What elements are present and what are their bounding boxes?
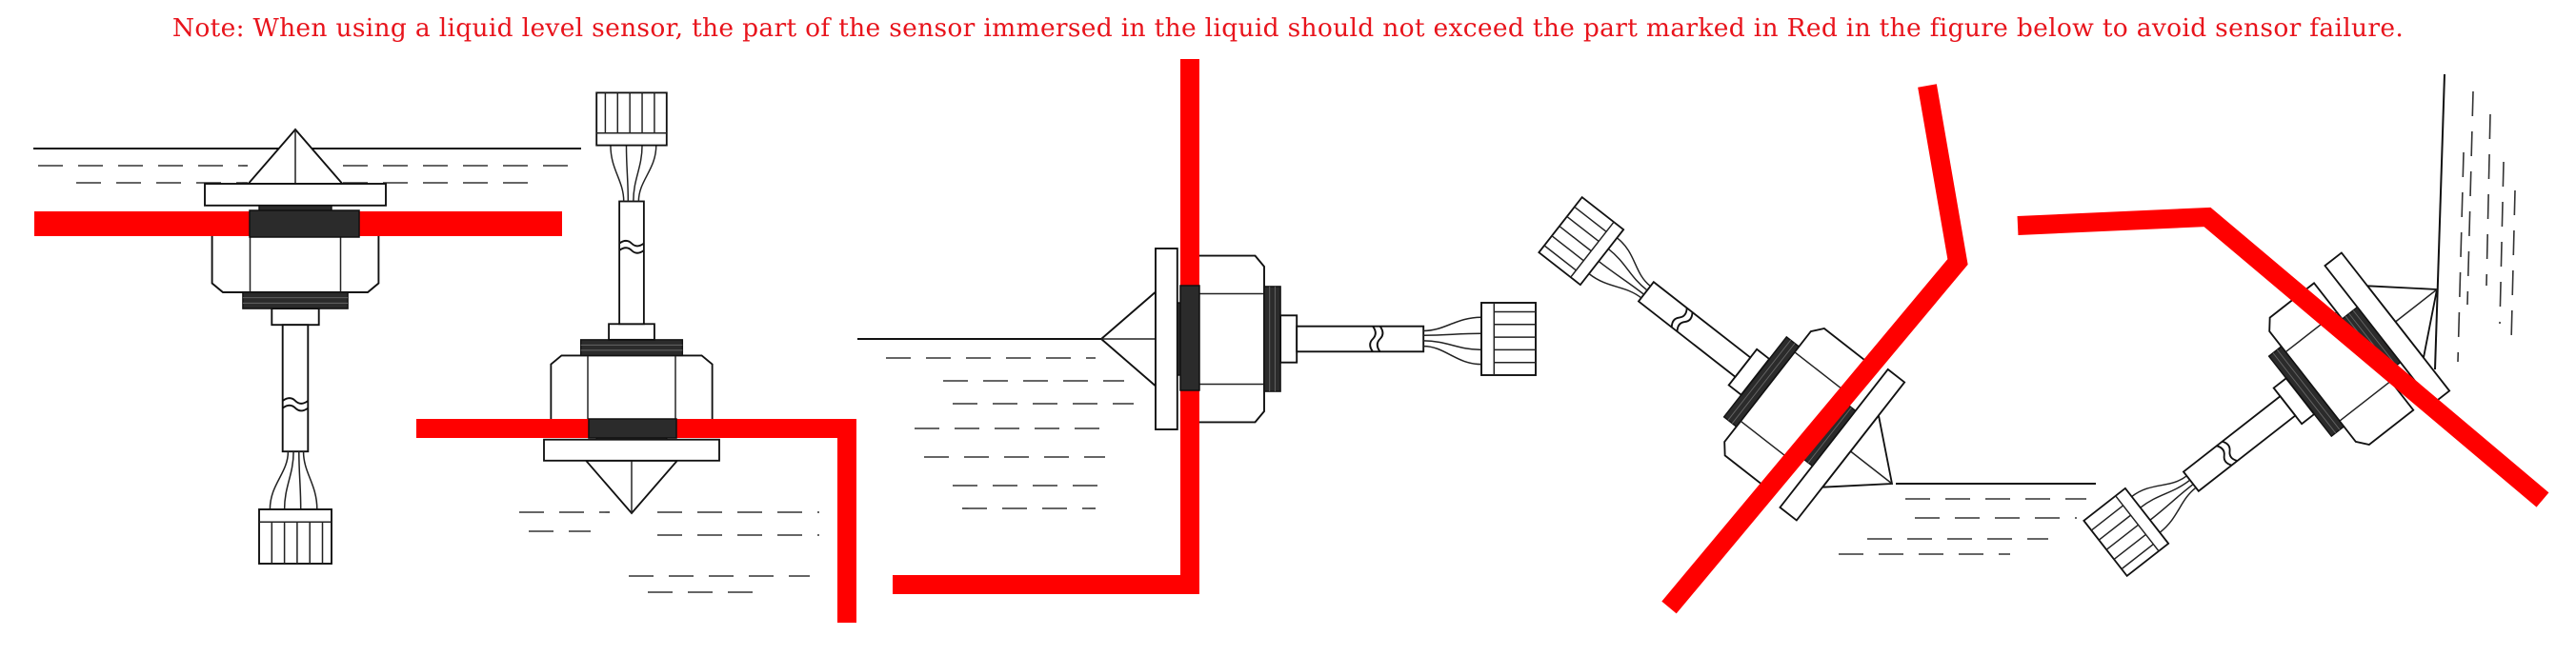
sensor-figure-4	[1505, 84, 2096, 614]
red-limit-mark	[2017, 207, 2549, 507]
wall-line	[2434, 73, 2445, 370]
liquid-level-sensor-icon	[204, 129, 387, 565]
sensor-figure-3	[857, 59, 1537, 594]
sensor-figure-1	[33, 129, 581, 565]
red-limit-mark	[416, 419, 856, 623]
liquid-level-sensor-icon	[543, 91, 720, 514]
red-limit-mark	[1661, 84, 1968, 614]
red-limit-mark	[893, 59, 1199, 594]
sensor-figure-5	[2017, 73, 2549, 619]
warning-note: Note: When using a liquid level sensor, …	[171, 13, 2405, 43]
sensor-figure-2	[416, 91, 856, 623]
liquid-level-sensor-icon	[1100, 248, 1537, 430]
